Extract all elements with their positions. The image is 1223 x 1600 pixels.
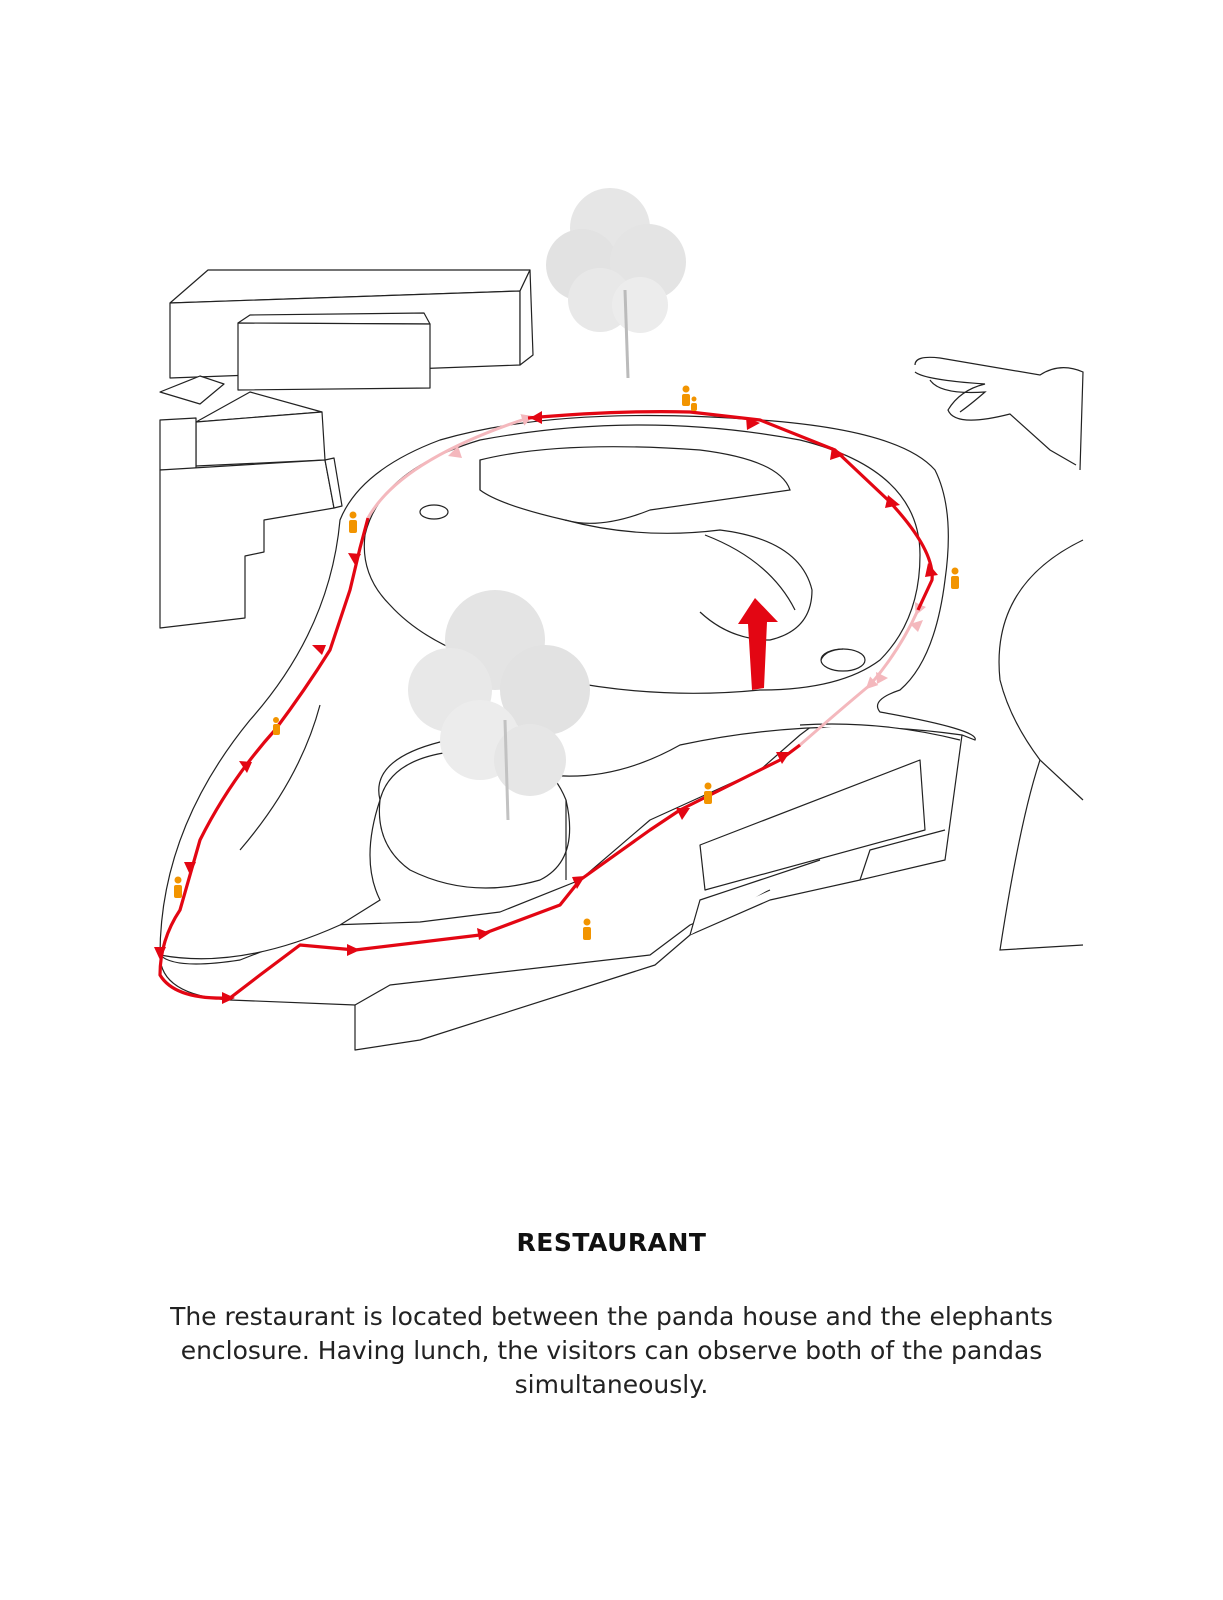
tree-icon	[546, 188, 686, 379]
terrace-ground	[159, 719, 963, 1051]
elephant-enclosure-outline	[914, 356, 1084, 471]
visitor-icon	[951, 567, 959, 589]
direction-arrow-icon	[738, 598, 778, 690]
visitor-icon	[583, 918, 591, 940]
caption-title: RESTAURANT	[516, 1228, 707, 1257]
visitor-icon	[704, 782, 712, 804]
visitor-icon	[174, 876, 182, 898]
visitor-icon	[273, 717, 280, 735]
buildings-top-left	[159, 269, 534, 629]
caption-body: The restaurant is located between the pa…	[170, 1302, 1053, 1399]
visitors	[174, 385, 959, 940]
route-arrowheads	[154, 411, 938, 1004]
restaurant-diagram	[154, 188, 1084, 1051]
elephant-house	[998, 539, 1084, 951]
route-arrowheads-faded	[448, 446, 923, 684]
visitor-icon	[349, 511, 357, 533]
visitor-icon	[691, 396, 697, 411]
route-hidden-segment	[366, 418, 918, 747]
visitor-icon	[682, 385, 690, 406]
